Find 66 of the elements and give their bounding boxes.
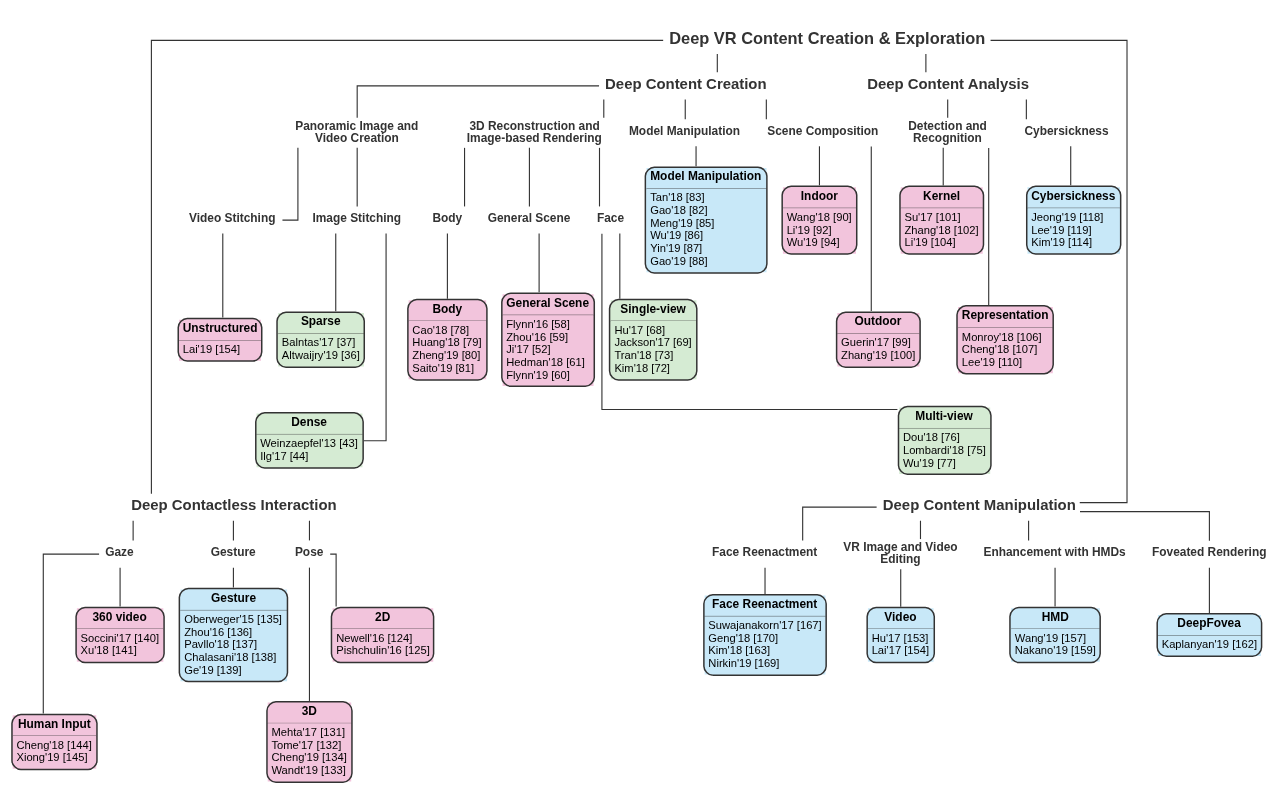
connector xyxy=(132,519,134,541)
connector xyxy=(818,145,820,186)
connector xyxy=(222,232,224,318)
connector xyxy=(990,39,1128,503)
node-text: Model Manipulation xyxy=(628,123,741,138)
node-text: Face Reenactment xyxy=(712,544,818,559)
connector xyxy=(335,232,337,312)
connector xyxy=(308,566,310,701)
node-text: Deep Content Creation xyxy=(605,75,767,92)
connector xyxy=(150,39,664,494)
connector xyxy=(42,553,100,714)
connector xyxy=(1079,510,1210,541)
connector xyxy=(942,146,944,186)
node-text: Deep Content Analysis xyxy=(867,75,1029,92)
connector xyxy=(232,519,234,541)
node-text: Foveated Rendering xyxy=(1151,544,1267,559)
connector xyxy=(232,566,234,588)
node-text: Deep Contactless Interaction xyxy=(131,496,337,513)
connector xyxy=(1070,145,1072,186)
node-text: Pose xyxy=(294,544,324,559)
connector xyxy=(919,519,922,540)
node-text: Body xyxy=(432,210,463,225)
connector xyxy=(538,232,540,293)
node-text: Enhancement with HMDs xyxy=(983,544,1126,559)
connector xyxy=(870,145,872,312)
connector xyxy=(1054,566,1056,607)
connector xyxy=(446,232,448,299)
connector xyxy=(308,519,310,541)
connector xyxy=(947,98,949,118)
node-text: Deep VR Content Creation & Exploration xyxy=(669,28,986,47)
connector xyxy=(601,232,898,410)
connector xyxy=(598,146,601,207)
connector xyxy=(925,53,927,73)
connector xyxy=(1208,566,1210,614)
node-text: General Scene xyxy=(487,210,571,225)
connector xyxy=(1028,519,1030,541)
connector xyxy=(1025,98,1027,120)
connector xyxy=(363,232,387,441)
connector xyxy=(603,98,605,118)
connector xyxy=(119,566,121,607)
connector xyxy=(619,232,621,299)
node-text: Deep Content Manipulation xyxy=(882,496,1076,513)
connector xyxy=(356,84,600,118)
node-text: Video Stitching xyxy=(189,210,276,225)
node-text: Cybersickness xyxy=(1024,123,1109,138)
connector xyxy=(764,566,766,595)
node-text: Panoramic Image and Video Creation xyxy=(295,118,419,145)
connector xyxy=(802,506,878,541)
connector xyxy=(356,146,358,207)
node-text: Gaze xyxy=(105,544,134,559)
node-text: VR Image and Video Editing xyxy=(843,539,958,566)
connector xyxy=(329,553,337,607)
connector xyxy=(695,145,697,167)
connector xyxy=(528,146,530,207)
node-text: Scene Composition xyxy=(767,123,879,138)
connector xyxy=(900,568,902,607)
connector xyxy=(988,147,990,305)
connector xyxy=(464,146,466,207)
connector xyxy=(765,98,767,120)
connector xyxy=(684,98,686,120)
node-text: Face xyxy=(596,210,625,225)
node-text: Detection and Recognition xyxy=(908,118,987,145)
node-text: 3D Reconstruction and Image-based Rendering xyxy=(466,118,602,145)
node-text: Gesture xyxy=(210,544,256,559)
connector xyxy=(716,53,718,73)
node-text: Image Stitching xyxy=(312,210,402,225)
